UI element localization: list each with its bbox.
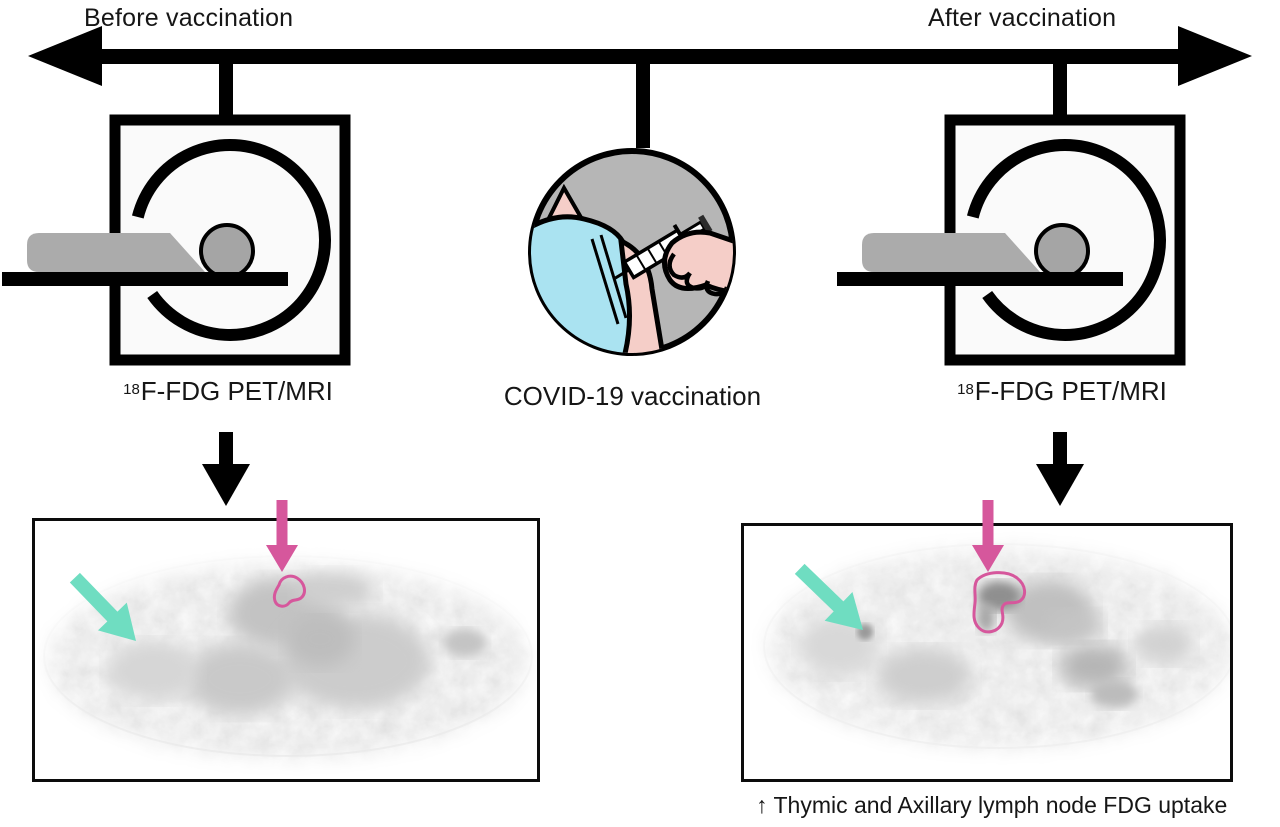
before-scan-label: 18F-FDG PET/MRI [123, 376, 333, 406]
sleeve-fold-line [590, 238, 620, 325]
thymus-outline-after [972, 571, 1026, 634]
vaccination-label: COVID-19 vaccination [503, 381, 762, 411]
pet-mri-scanner-icon-after [835, 113, 1185, 363]
pet-body-slice-after [744, 526, 1230, 779]
axillary-node-arrow-icon-before [69, 572, 136, 641]
axillary-node-arrow-icon-after [794, 563, 863, 630]
figure-caption: ↑ Thymic and Axillary lymph node FDG upt… [756, 792, 1227, 819]
after-scan-label: 18F-FDG PET/MRI [957, 376, 1167, 406]
increase-arrow-glyph: ↑ [756, 792, 768, 818]
timeline-tick-vaccination [636, 62, 650, 148]
pet-body-slice-before [35, 521, 537, 779]
before-vaccination-label: Before vaccination [84, 4, 294, 32]
timeline-arrowhead-right [1178, 26, 1252, 86]
after-vaccination-label: After vaccination [928, 4, 1117, 32]
curled-fingers-lines [667, 252, 730, 297]
isotope-superscript: 18 [123, 381, 140, 398]
timeline-bar [95, 49, 1187, 64]
sleeve-fold-line [599, 234, 628, 319]
pet-mri-scanner-icon-before [0, 113, 350, 363]
thymus-outline-before [272, 574, 306, 608]
down-arrow-icon-after [1036, 432, 1084, 506]
timeline-tick-before-scan [219, 62, 233, 122]
covid-vaccination-icon [528, 148, 736, 356]
timeline-tick-after-scan [1053, 62, 1067, 120]
caption-text: Thymic and Axillary lymph node FDG uptak… [767, 792, 1228, 818]
pet-scan-after-panel [741, 523, 1233, 782]
thymus-arrow-icon-before [266, 500, 298, 572]
timeline-arrowhead-left [28, 26, 102, 86]
thymus-arrow-icon-after [972, 500, 1004, 572]
isotope-superscript: 18 [957, 381, 974, 398]
down-arrow-icon-before [202, 432, 250, 506]
